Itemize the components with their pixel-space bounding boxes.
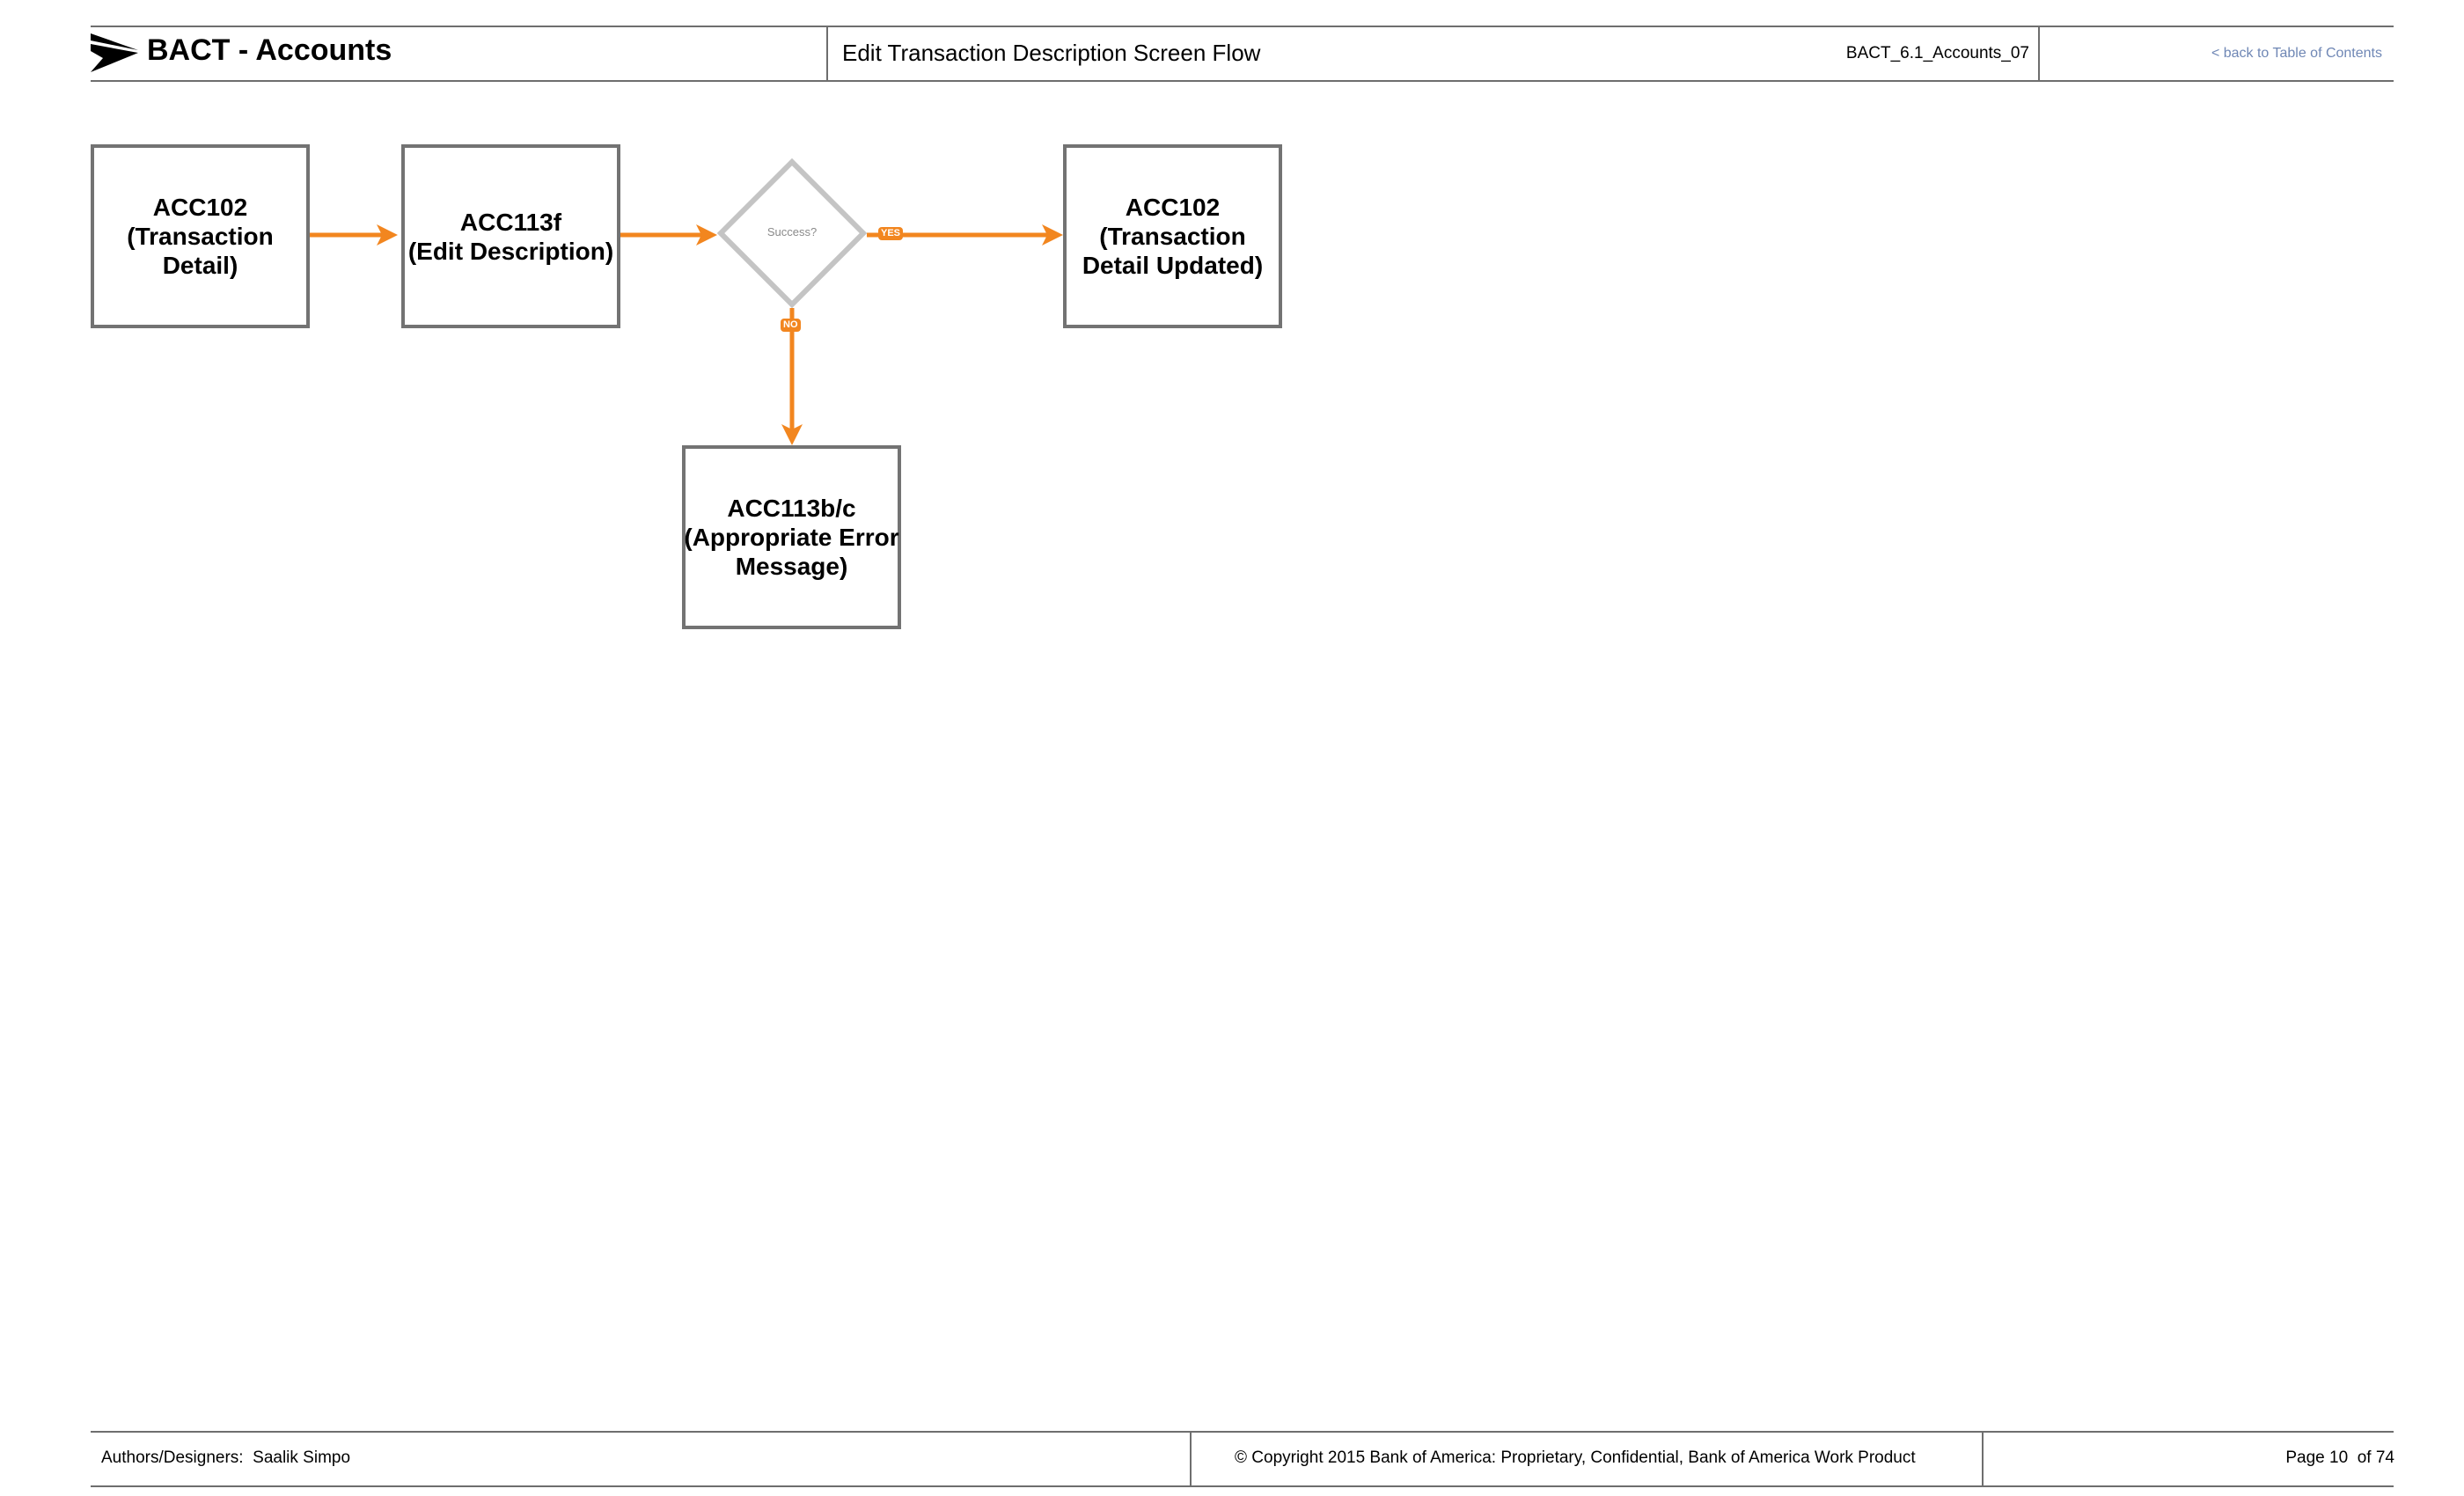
page-label: Page 10 — [2285, 1448, 2349, 1467]
copyright: © Copyright 2015 Bank of America: Propri… — [1235, 1448, 1916, 1467]
authors: Authors/Designers: Saalik Simpo — [101, 1448, 350, 1468]
footer-bottom-rule — [91, 1485, 2394, 1487]
node-line: (Transaction — [127, 223, 274, 250]
node-line: ACC113b/c — [727, 495, 856, 522]
node-acc102-transaction-detail-updated[interactable]: ACC102 (Transaction Detail Updated) — [1063, 144, 1282, 328]
header-divider — [2038, 26, 2040, 82]
node-line: ACC102 — [152, 194, 248, 221]
app-title: BACT - Accounts — [147, 33, 392, 67]
page-title: Edit Transaction Description Screen Flow — [842, 40, 1261, 66]
back-to-toc-link[interactable]: < back to Table of Contents — [2211, 46, 2382, 61]
header-bottom-rule — [91, 80, 2394, 82]
node-line: Detail) — [162, 252, 238, 279]
bank-flag-logo-icon — [91, 33, 138, 72]
decision-diamond[interactable] — [717, 158, 867, 308]
node-acc113bc-error-message[interactable]: ACC113b/c (Appropriate Error Message) — [682, 445, 901, 629]
footer-top-rule — [91, 1431, 2394, 1433]
authors-name: Saalik Simpo — [253, 1448, 351, 1467]
node-acc102-transaction-detail[interactable]: ACC102 (Transaction Detail) — [91, 144, 310, 328]
node-line: Message) — [735, 553, 848, 580]
arrowhead — [1042, 224, 1063, 246]
page-number: Page 10 of 74 — [2285, 1448, 2394, 1468]
footer-divider — [1190, 1431, 1192, 1487]
node-line: ACC113f — [459, 208, 562, 236]
no-badge: NO — [781, 319, 801, 332]
node-line: Detail Updated) — [1082, 252, 1264, 279]
yes-badge: YES — [878, 227, 904, 240]
decision-label: Success? — [766, 225, 818, 238]
arrowhead — [781, 424, 803, 445]
page-total: of 74 — [2357, 1448, 2394, 1467]
node-line: ACC102 — [1125, 194, 1221, 221]
node-acc113f-edit-description[interactable]: ACC113f (Edit Description) — [401, 144, 620, 328]
arrowhead — [377, 224, 398, 246]
node-line: (Transaction — [1099, 223, 1246, 250]
header-top-rule — [91, 26, 2394, 27]
authors-label: Authors/Designers: — [101, 1448, 244, 1467]
header-divider — [826, 26, 828, 82]
document-id: BACT_6.1_Accounts_07 — [1845, 44, 2029, 62]
arrowhead — [696, 224, 717, 246]
footer-divider — [1982, 1431, 1984, 1487]
node-line: (Edit Description) — [407, 237, 614, 265]
node-line: (Appropriate Error — [684, 524, 899, 551]
